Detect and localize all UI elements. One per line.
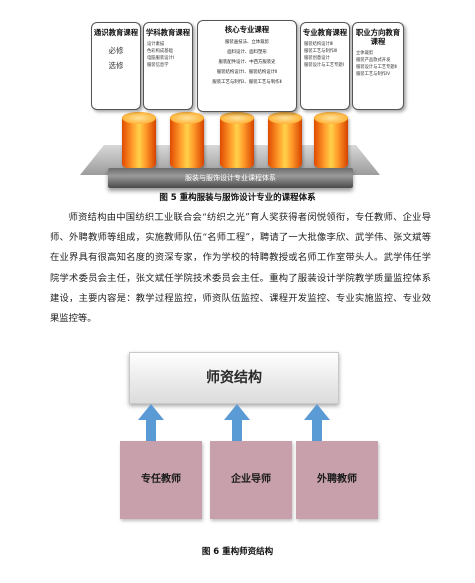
card-item: 服装设计与工艺专题Ⅱ xyxy=(356,65,397,70)
card-item: 服装结构设计Ⅲ xyxy=(304,42,333,47)
card-title: 职业方向教育课程 xyxy=(355,28,401,46)
card-title: 学科教育课程 xyxy=(145,28,191,37)
box-label: 外聘教师 xyxy=(317,474,357,485)
card-specialty-education: 专业教育课程 服装结构设计Ⅲ 服装工艺与制作Ⅲ 服装创意设计 服装设计与工艺专题… xyxy=(300,22,350,110)
card-item: 服装结构设计Ⅰ、服装结构设计Ⅱ xyxy=(216,70,278,75)
card-title: 专业教育课程 xyxy=(302,28,348,37)
card-item: 服装工艺与制作Ⅲ xyxy=(304,49,338,54)
card-title: 通识教育课程 xyxy=(93,28,139,37)
card-item: 电脑服装设计Ⅰ xyxy=(147,56,175,61)
card-item: 设计素描 xyxy=(147,42,165,47)
card-title: 核心专业课程 xyxy=(224,25,270,34)
card-item: 服装产品款式开发 xyxy=(356,58,391,63)
card-item: 服装配件设计、中西方服装史 xyxy=(218,60,276,65)
faculty-structure-box: 师资结构 xyxy=(129,352,339,404)
figure-6-caption: 图 6 重构师资结构 xyxy=(201,547,274,557)
card-item: 必修 xyxy=(108,46,124,55)
card-item: 选修 xyxy=(108,61,124,70)
box-label: 企业导师 xyxy=(231,474,271,485)
industry-mentors-box: 企业导师 xyxy=(210,441,292,519)
figure-5: 服装与服饰设计专业课程体系 通识教育课程 必修 选修 学科教育课程 设计素描 色… xyxy=(0,0,475,200)
card-subject-education: 学科教育课程 设计素描 色彩构成基础 电脑服装设计Ⅰ 服装信息学 xyxy=(143,22,193,110)
card-item: 服装画技法、立体裁剪 xyxy=(225,40,269,45)
up-arrow-icon xyxy=(138,404,164,444)
cylinder-4 xyxy=(268,112,302,170)
cylinder-5 xyxy=(314,112,348,170)
body-paragraph: 师资结构由中国纺织工业联合会“纺织之光”育人奖获得者闵悦领衔，专任教师、企业导师… xyxy=(50,212,431,325)
card-item: 色彩构成基础 xyxy=(147,49,173,54)
card-career-education: 职业方向教育课程 立体裁剪 服装产品款式开发 服装设计与工艺专题Ⅱ 服装工艺与制… xyxy=(352,22,404,110)
faculty-structure-label: 师资结构 xyxy=(206,370,262,386)
up-arrow-icon xyxy=(304,404,330,444)
card-item: 服装工艺与制作Ⅳ xyxy=(356,72,391,77)
figure-5-caption: 图 5 重构服装与服饰设计专业的课程体系 xyxy=(159,193,316,203)
full-time-teachers-box: 专任教师 xyxy=(120,441,202,519)
card-item: 面料设计、面料塑形 xyxy=(227,50,267,55)
base-label: 服装与服饰设计专业课程体系 xyxy=(185,174,276,182)
cylinder-3 xyxy=(220,112,254,170)
card-item: 立体裁剪 xyxy=(356,51,374,56)
cylinder-1 xyxy=(122,112,156,170)
card-item: 服装信息学 xyxy=(147,63,169,68)
card-item: 服装工艺与制作Ⅰ、服装工艺与制作Ⅱ xyxy=(212,80,282,85)
card-item: 服装创意设计 xyxy=(304,56,330,61)
card-general-education: 通识教育课程 必修 选修 xyxy=(91,22,141,110)
card-item: 服装设计与工艺专题Ⅰ xyxy=(304,63,344,68)
card-core-courses: 核心专业课程 服装画技法、立体裁剪 面料设计、面料塑形 服装配件设计、中西方服装… xyxy=(197,20,297,112)
course-system-base: 服装与服饰设计专业课程体系 xyxy=(108,168,353,188)
box-label: 专任教师 xyxy=(141,474,181,485)
up-arrow-icon xyxy=(224,404,250,444)
external-teachers-box: 外聘教师 xyxy=(296,441,378,519)
cylinder-2 xyxy=(170,112,204,170)
